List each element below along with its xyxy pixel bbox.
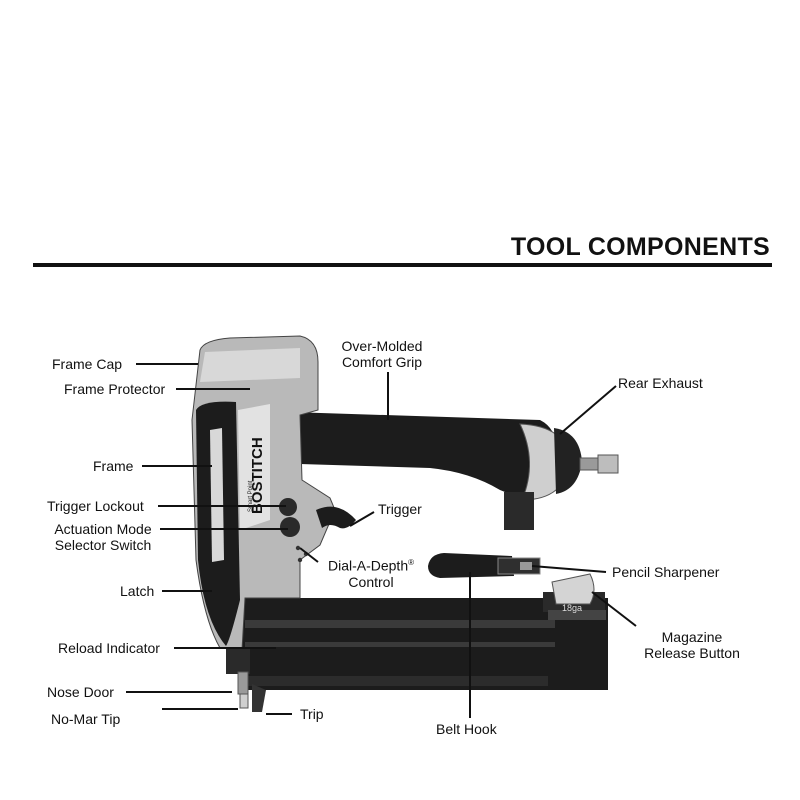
label-frame-protector: Frame Protector [64,381,166,397]
label-magazine-release: Magazine Release Button [634,629,746,661]
nose [226,648,266,712]
housing [191,335,336,651]
label-pencil-sharpener: Pencil Sharpener [612,564,720,580]
label-magazine-line1: Magazine [661,629,723,645]
label-actuation-mode-line2: Selector Switch [54,537,152,553]
gauge-marking: 18ga [562,603,582,613]
label-dial-a-depth: Dial-A-Depth® Control [322,555,420,590]
leader-pencil-sharpener [531,565,607,573]
leader-lines [126,363,637,718]
label-latch: Latch [120,583,155,599]
label-actuation-mode: Actuation Mode Selector Switch [50,521,156,553]
magazine [240,592,608,690]
leader-trigger [349,511,375,527]
leader-magazine-release [591,591,637,627]
label-belt-hook: Belt Hook [436,721,497,737]
label-trigger-lockout: Trigger Lockout [47,498,144,514]
label-frame-cap: Frame Cap [52,356,123,372]
label-trip: Trip [300,706,324,722]
label-nose-door: Nose Door [47,684,114,700]
brand-wordmark: BOSTITCH [249,437,266,514]
belt-hook-shape [428,553,541,578]
sub-brand-wordmark: Smart Point [248,480,254,512]
registered-mark: ® [408,558,415,567]
section-heading: TOOL COMPONENTS [510,233,770,261]
leader-rear-exhaust [559,385,617,435]
heading-rule [33,263,772,267]
label-rear-exhaust: Rear Exhaust [618,375,703,391]
label-no-mar-tip: No-Mar Tip [51,711,121,727]
label-over-molded: Over-Molded Comfort Grip [334,338,430,370]
label-reload-indicator: Reload Indicator [58,640,160,656]
label-over-molded-line2: Comfort Grip [341,354,423,370]
label-frame: Frame [93,458,134,474]
label-dial-a-depth-line1: Dial-A-Depth® [322,555,420,574]
label-over-molded-line1: Over-Molded [341,338,423,354]
label-trigger: Trigger [378,501,422,517]
magazine-release-button-shape [551,573,595,605]
trigger-assembly [279,498,356,563]
label-dial-a-depth-text: Dial-A-Depth [327,557,409,574]
label-magazine-line2: Release Button [644,645,740,661]
label-actuation-mode-line1: Actuation Mode [54,521,152,537]
leader-dial-a-depth [299,547,319,563]
label-dial-a-depth-line2: Control [348,573,394,590]
